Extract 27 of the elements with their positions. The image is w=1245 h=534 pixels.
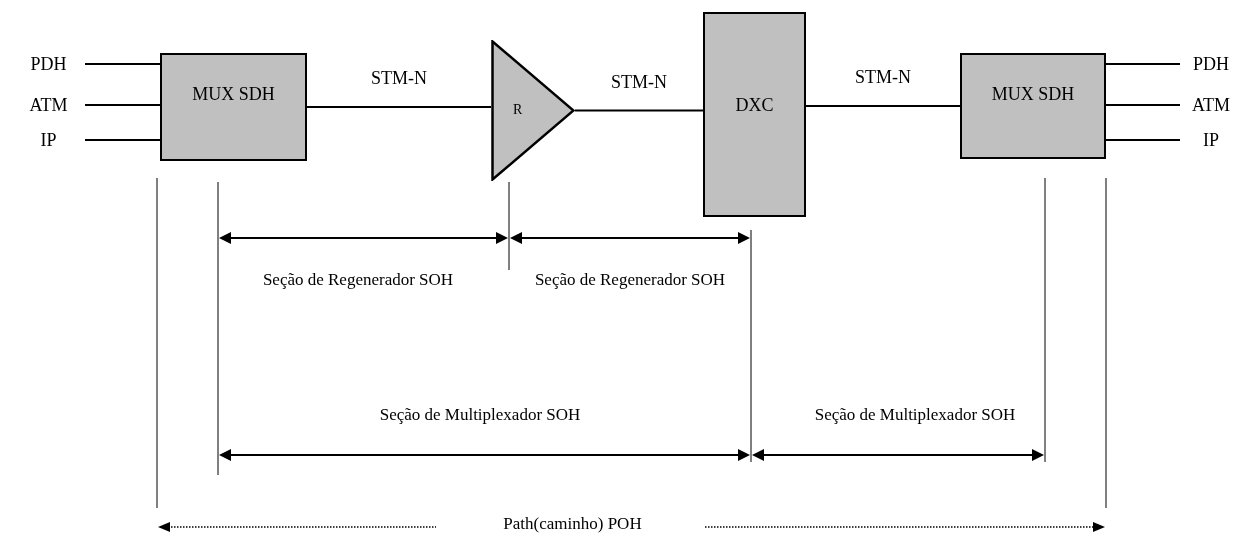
connector-line xyxy=(84,139,161,141)
node-label: MUX SDH xyxy=(991,83,1075,106)
signal-label: ATM xyxy=(1192,93,1230,117)
section-label: Seção de Regenerador SOH xyxy=(261,270,455,290)
equipment-box xyxy=(160,53,307,161)
section-label: Seção de Multiplexador SOH xyxy=(813,405,1017,425)
section-label: Seção de Regenerador SOH xyxy=(533,270,727,290)
connector-line xyxy=(1105,63,1181,65)
equipment-box xyxy=(960,53,1106,159)
section-label: Path(caminho) POH xyxy=(502,514,643,534)
signal-label: PDH xyxy=(30,52,67,76)
node-label: DXC xyxy=(735,94,774,117)
signal-label: IP xyxy=(1203,128,1219,152)
connector-line xyxy=(84,104,161,106)
node-label: R xyxy=(513,100,523,119)
signal-label: IP xyxy=(40,128,57,152)
connector-line xyxy=(805,105,961,107)
connector-line xyxy=(1105,104,1181,106)
section-label: Seção de Multiplexador SOH xyxy=(378,405,582,425)
connector-line xyxy=(574,109,704,112)
signal-label: ATM xyxy=(29,93,68,117)
signal-label: PDH xyxy=(1193,52,1229,76)
equipment-box xyxy=(703,12,806,217)
connector-line xyxy=(84,63,161,65)
node-label: MUX SDH xyxy=(192,83,275,106)
connector-line xyxy=(306,106,492,108)
connector-line xyxy=(1105,139,1181,141)
